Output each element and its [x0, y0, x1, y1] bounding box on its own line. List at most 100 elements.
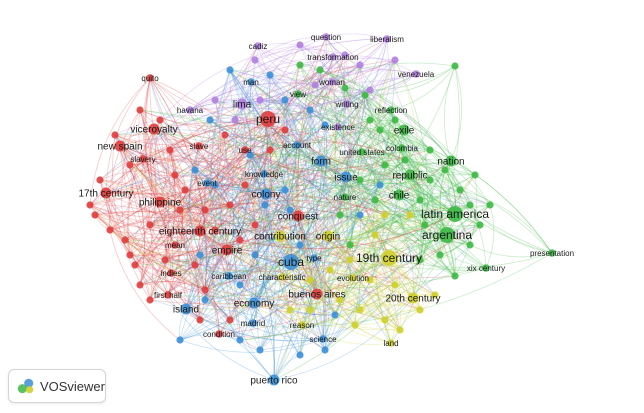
network-node[interactable] — [251, 251, 259, 259]
node-united-states[interactable] — [358, 148, 366, 156]
network-node[interactable] — [286, 206, 294, 214]
network-node[interactable] — [86, 201, 94, 209]
label-type[interactable]: type — [306, 254, 322, 263]
network-node[interactable] — [356, 176, 364, 184]
network-node[interactable] — [146, 296, 154, 304]
node-lima[interactable] — [236, 98, 248, 110]
node-madrid[interactable] — [249, 319, 257, 327]
network-node[interactable] — [336, 296, 344, 304]
label-philippine[interactable]: philippine — [139, 198, 182, 209]
network-node[interactable] — [391, 56, 399, 64]
network-node[interactable] — [256, 96, 264, 104]
network-node[interactable] — [356, 61, 364, 69]
node-first-half[interactable] — [164, 291, 172, 299]
node-form[interactable] — [315, 155, 327, 167]
node-19th-century[interactable] — [381, 250, 397, 266]
network-node[interactable] — [361, 91, 369, 99]
network-node[interactable] — [476, 221, 484, 229]
network-node[interactable] — [306, 276, 314, 284]
label-indies[interactable]: indies — [161, 269, 182, 278]
network-node[interactable] — [126, 161, 134, 169]
network-node[interactable] — [281, 186, 289, 194]
node-conquest[interactable] — [292, 210, 304, 222]
network-node[interactable] — [266, 146, 274, 154]
label-cadiz[interactable]: cadiz — [249, 42, 268, 51]
network-node[interactable] — [196, 251, 204, 259]
network-node[interactable] — [201, 296, 209, 304]
node-latin-america[interactable] — [447, 206, 463, 222]
label-writing[interactable]: writing — [334, 100, 358, 109]
label-17th-century[interactable]: 17th century — [78, 189, 133, 200]
node-island[interactable] — [180, 303, 192, 315]
node-origin[interactable] — [322, 230, 334, 242]
node-republic[interactable] — [404, 169, 416, 181]
network-node[interactable] — [406, 211, 414, 219]
node-eighteenth-century[interactable] — [194, 225, 206, 237]
node-cuba[interactable] — [283, 254, 299, 270]
label-peru[interactable]: peru — [256, 112, 280, 126]
node-puerto-rico[interactable] — [268, 374, 280, 386]
network-node[interactable] — [191, 261, 199, 269]
node-reason[interactable] — [298, 321, 306, 329]
network-node[interactable] — [111, 131, 119, 139]
label-economy[interactable]: economy — [234, 299, 275, 310]
network-node[interactable] — [311, 81, 319, 89]
network-node[interactable] — [486, 201, 494, 209]
label-existence[interactable]: existence — [321, 123, 355, 132]
network-node[interactable] — [351, 321, 359, 329]
network-node[interactable] — [416, 256, 424, 264]
label-form[interactable]: form — [311, 157, 331, 168]
node-transformation[interactable] — [329, 53, 337, 61]
network-node[interactable] — [281, 126, 289, 134]
network-node[interactable] — [136, 281, 144, 289]
label-new-spain[interactable]: new spain — [97, 142, 142, 153]
network-node[interactable] — [336, 211, 344, 219]
network-node[interactable] — [231, 116, 239, 124]
label-lima[interactable]: lima — [233, 100, 252, 111]
network-node[interactable] — [356, 211, 364, 219]
label-characteristic[interactable]: characteristic — [258, 273, 305, 282]
label-buenos-aires[interactable]: buenos aires — [288, 290, 345, 301]
network-node[interactable] — [296, 241, 304, 249]
node-account[interactable] — [293, 141, 301, 149]
label-liberalism[interactable]: liberalism — [370, 35, 404, 44]
network-node[interactable] — [176, 336, 184, 344]
network-node[interactable] — [206, 116, 214, 124]
label-nature[interactable]: nature — [334, 193, 357, 202]
network-node[interactable] — [296, 351, 304, 359]
network-node[interactable] — [366, 276, 374, 284]
label-evolution[interactable]: evolution — [337, 274, 369, 283]
network-node[interactable] — [326, 266, 334, 274]
label-colombia[interactable]: colombia — [386, 144, 419, 153]
node-presentation[interactable] — [548, 249, 556, 257]
network-node[interactable] — [171, 171, 179, 179]
network-node[interactable] — [146, 221, 154, 229]
label-science[interactable]: science — [309, 335, 337, 344]
network-node[interactable] — [236, 281, 244, 289]
label-condition[interactable]: condition — [203, 330, 235, 339]
label-reason[interactable]: reason — [290, 321, 314, 330]
node-existence[interactable] — [334, 123, 342, 131]
network-node[interactable] — [451, 62, 459, 70]
network-node[interactable] — [236, 236, 244, 244]
node-havana[interactable] — [186, 106, 194, 114]
label-venezuela[interactable]: venezuela — [398, 70, 435, 79]
network-node[interactable] — [346, 241, 354, 249]
network-node[interactable] — [236, 336, 244, 344]
network-node[interactable] — [306, 306, 314, 314]
label-chile[interactable]: chile — [389, 191, 410, 202]
network-node[interactable] — [166, 146, 174, 154]
label-conquest[interactable]: conquest — [278, 212, 319, 223]
network-node[interactable] — [96, 176, 104, 184]
label-presentation[interactable]: presentation — [530, 249, 574, 258]
network-node[interactable] — [416, 196, 424, 204]
node-empire[interactable] — [221, 244, 233, 256]
network-node[interactable] — [246, 151, 254, 159]
network-node[interactable] — [181, 186, 189, 194]
node-issue[interactable] — [340, 171, 352, 183]
network-node[interactable] — [121, 236, 129, 244]
network-node[interactable] — [131, 261, 139, 269]
network-node[interactable] — [256, 346, 264, 354]
network-node[interactable] — [176, 206, 184, 214]
network-node[interactable] — [196, 316, 204, 324]
